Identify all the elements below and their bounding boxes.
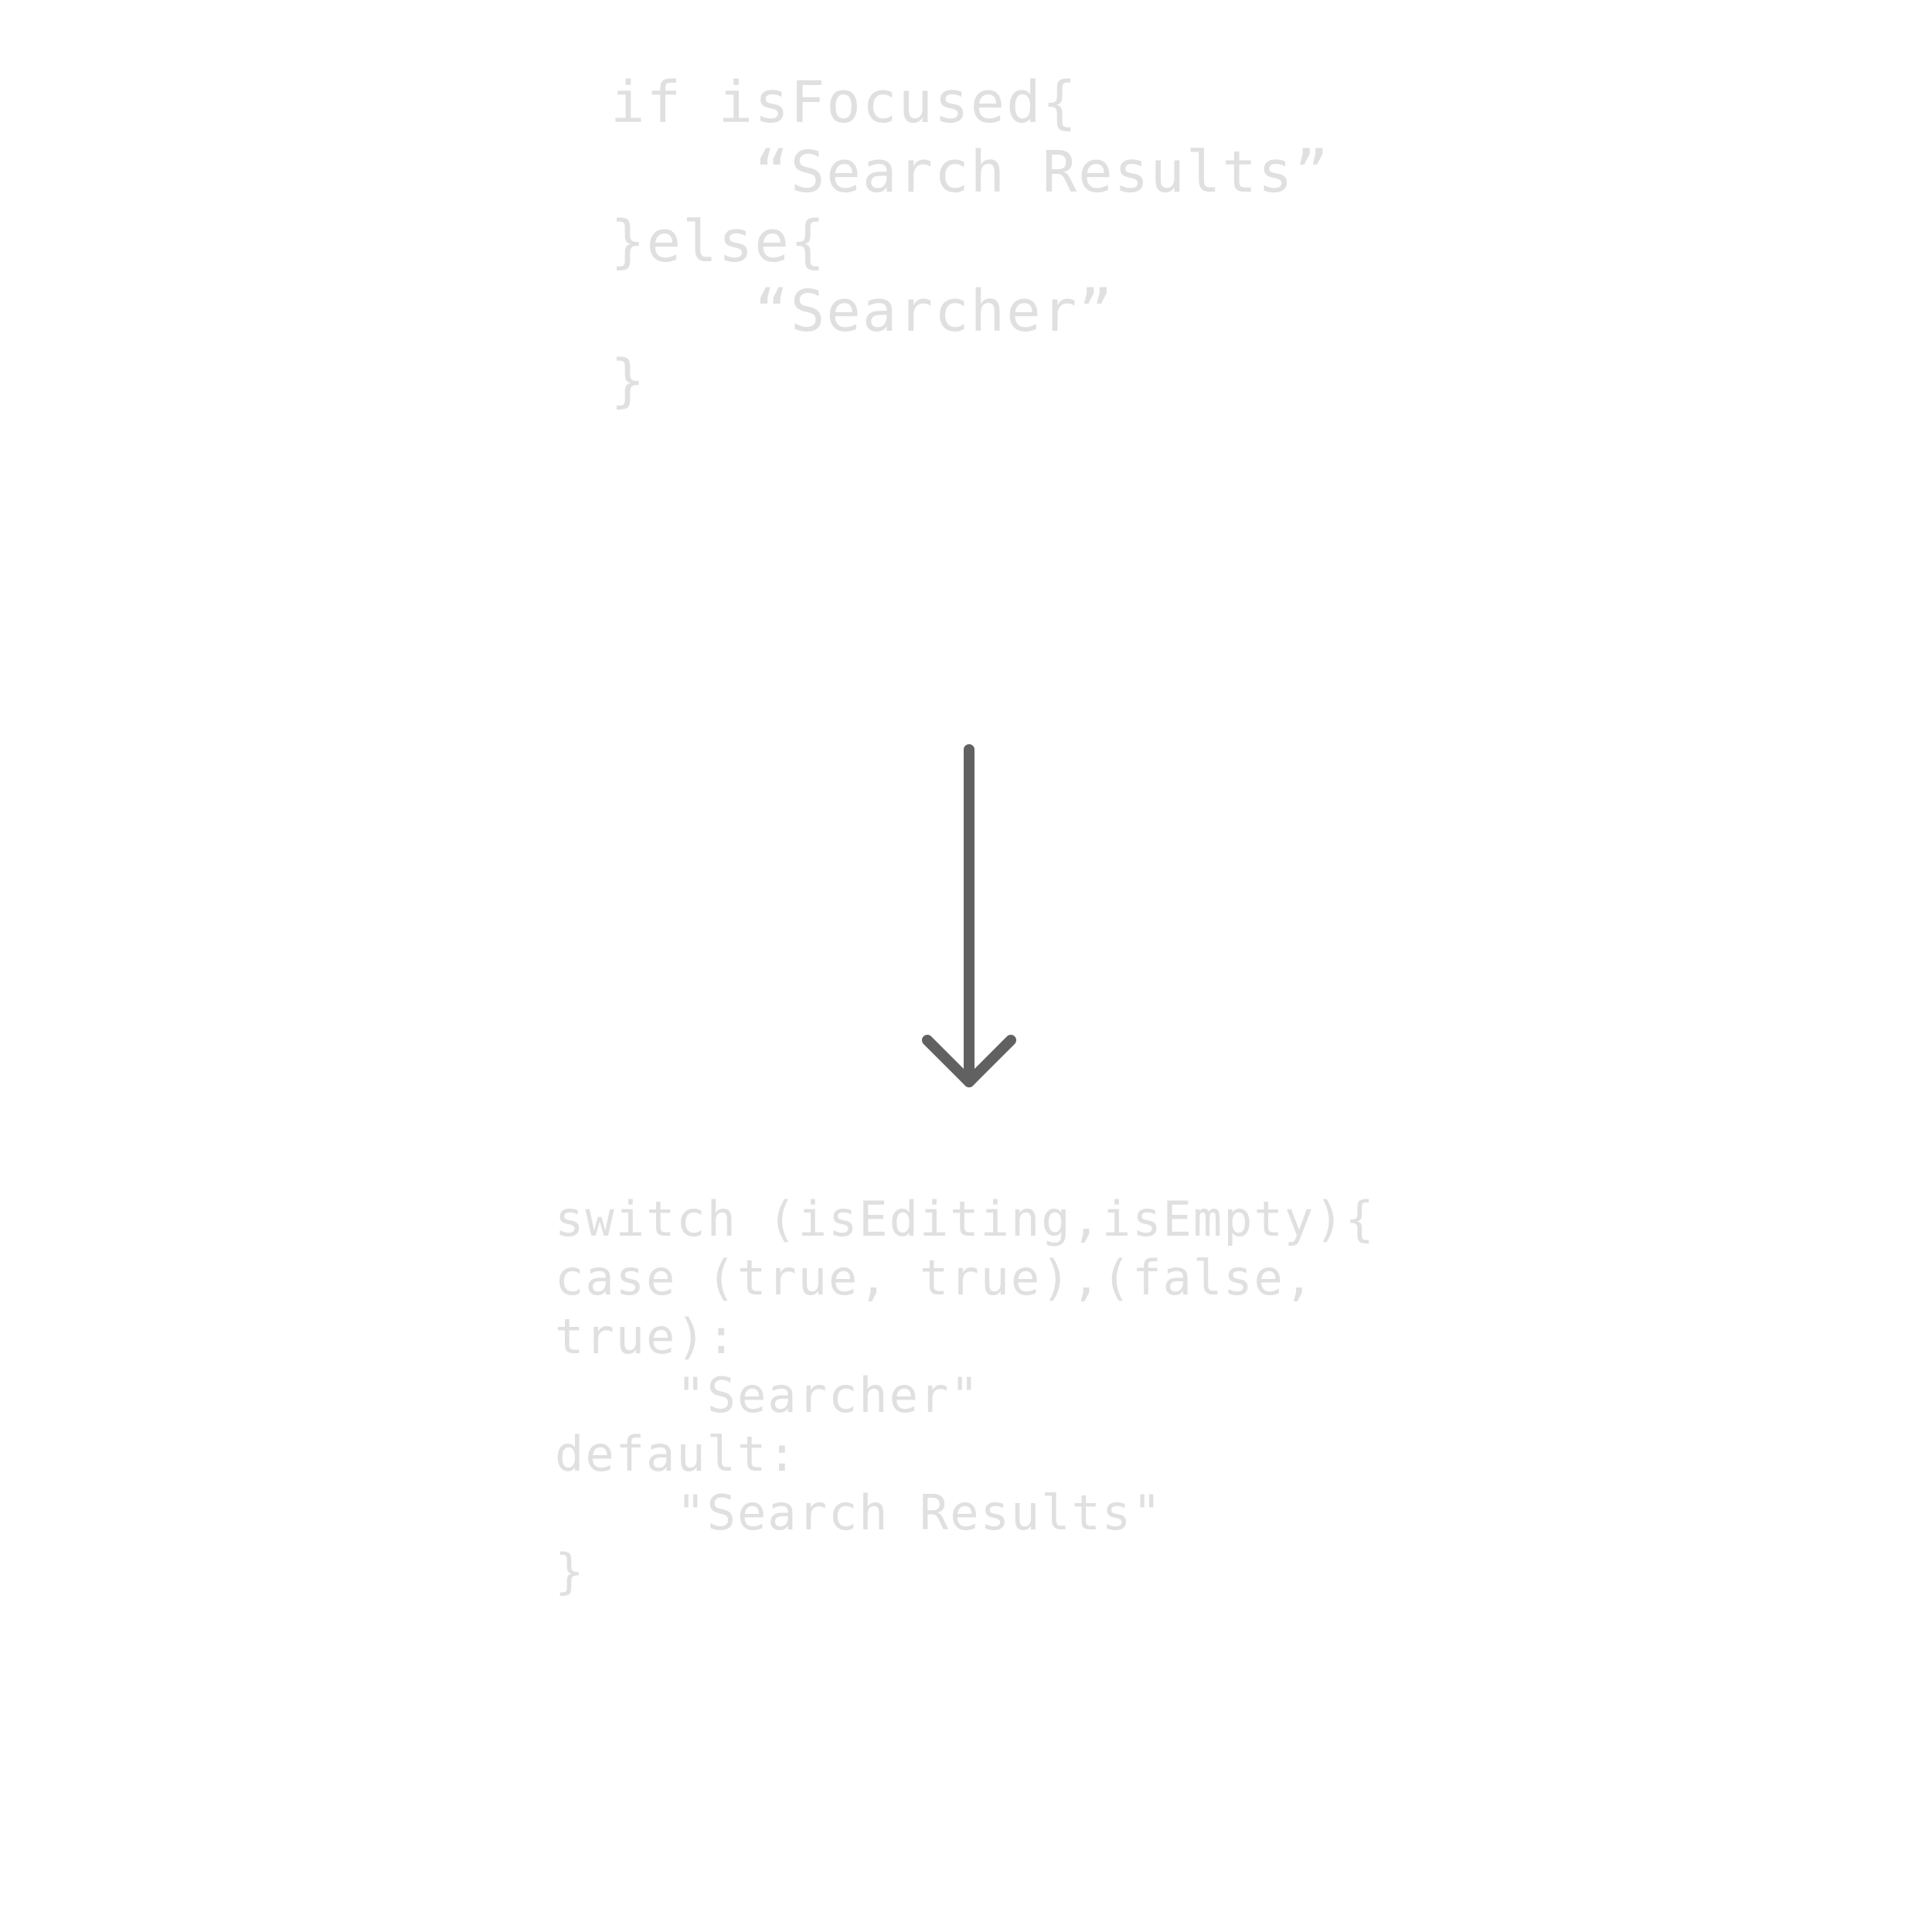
after-code-block: switch (isEditing,isEmpty){case (true, t… xyxy=(555,1190,1376,1601)
code-line: default: xyxy=(555,1426,798,1482)
code-line: true): xyxy=(555,1308,737,1365)
code-line: "Searcher" xyxy=(555,1367,981,1423)
before-code-block: if isFocused{ “Search Results”}else{ “Se… xyxy=(611,68,1330,416)
arrow-down-icon xyxy=(922,744,1016,1087)
code-line: “Search Results” xyxy=(611,139,1331,206)
code-line: “Searcher” xyxy=(611,278,1114,345)
code-line: }else{ xyxy=(611,209,827,275)
arrow-shape xyxy=(922,744,1016,1087)
code-line: "Search Results" xyxy=(555,1485,1163,1541)
code-line: } xyxy=(555,1543,586,1600)
code-line: } xyxy=(611,348,647,414)
code-line: if isFocused{ xyxy=(611,70,1079,136)
code-line: switch (isEditing,isEmpty){ xyxy=(555,1191,1376,1247)
code-line: case (true, true),(false, xyxy=(555,1250,1315,1306)
